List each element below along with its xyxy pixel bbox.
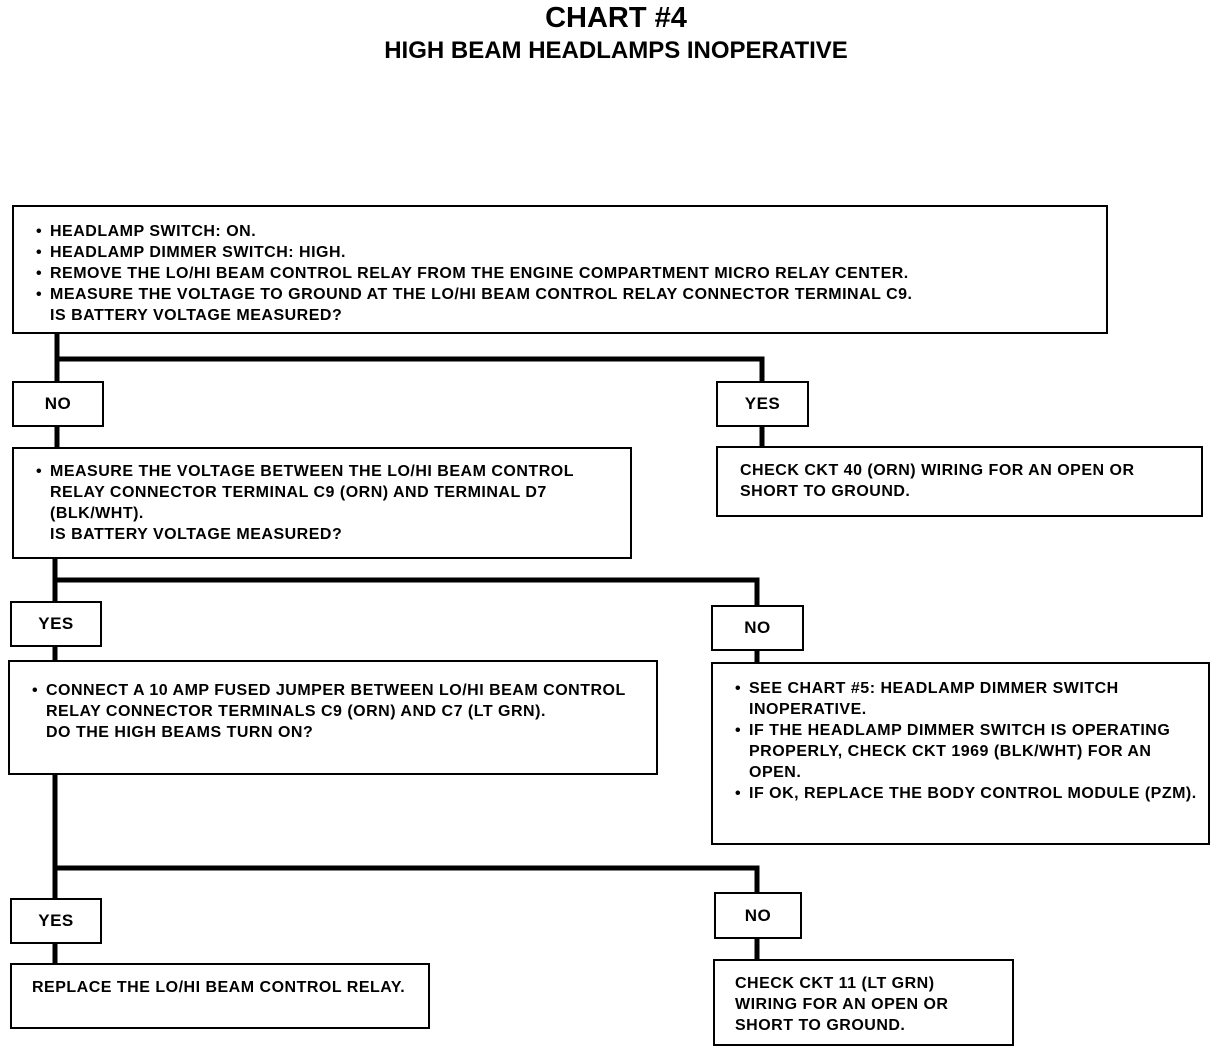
step3-question: DO THE HIGH BEAMS TURN ON?	[46, 724, 314, 741]
step3-yes-result-text: REPLACE THE LO/HI BEAM CONTROL RELAY.	[32, 979, 406, 996]
step2-yes-label: YES	[10, 601, 102, 647]
step3-no-result-text: CHECK CKT 11 (LT GRN) WIRING FOR AN OPEN…	[735, 975, 949, 1034]
step1-question: IS BATTERY VOLTAGE MEASURED?	[50, 307, 343, 324]
step2-no-result-box: SEE CHART #5: HEADLAMP DIMMER SWITCH INO…	[711, 662, 1210, 845]
step2-box: MEASURE THE VOLTAGE BETWEEN THE LO/HI BE…	[12, 447, 632, 559]
step1-yes-label: YES	[716, 381, 809, 427]
step1-bullet: HEADLAMP DIMMER SWITCH: HIGH.	[34, 242, 1096, 263]
step2-bullet: MEASURE THE VOLTAGE BETWEEN THE LO/HI BE…	[34, 461, 620, 524]
step2-no-result-bullet: IF THE HEADLAMP DIMMER SWITCH IS OPERATI…	[733, 720, 1200, 783]
step3-no-label: NO	[714, 892, 802, 939]
step3-yes-label: YES	[10, 898, 102, 944]
chart-subtitle: HIGH BEAM HEADLAMPS INOPERATIVE	[384, 37, 848, 64]
step3-box: CONNECT A 10 AMP FUSED JUMPER BETWEEN LO…	[8, 660, 658, 775]
step3-yes-result-box: REPLACE THE LO/HI BEAM CONTROL RELAY.	[10, 963, 430, 1029]
step1-bullet: HEADLAMP SWITCH: ON.	[34, 221, 1096, 242]
step1-bullet: MEASURE THE VOLTAGE TO GROUND AT THE LO/…	[34, 284, 1096, 305]
chart-title: CHART #4	[545, 2, 687, 34]
step1-box: HEADLAMP SWITCH: ON. HEADLAMP DIMMER SWI…	[12, 205, 1108, 334]
step1-bullet: REMOVE THE LO/HI BEAM CONTROL RELAY FROM…	[34, 263, 1096, 284]
step2-question: IS BATTERY VOLTAGE MEASURED?	[50, 526, 343, 543]
step3-bullet: CONNECT A 10 AMP FUSED JUMPER BETWEEN LO…	[30, 680, 646, 722]
step2-no-result-bullet: SEE CHART #5: HEADLAMP DIMMER SWITCH INO…	[733, 678, 1200, 720]
step3-no-result-box: CHECK CKT 11 (LT GRN) WIRING FOR AN OPEN…	[713, 959, 1014, 1046]
step2-no-label: NO	[711, 605, 804, 651]
step1-yes-result-box: CHECK CKT 40 (ORN) WIRING FOR AN OPEN OR…	[716, 446, 1203, 517]
step2-no-result-bullet: IF OK, REPLACE THE BODY CONTROL MODULE (…	[733, 783, 1200, 804]
step1-no-label: NO	[12, 381, 104, 427]
step1-yes-result-text: CHECK CKT 40 (ORN) WIRING FOR AN OPEN OR…	[740, 462, 1135, 500]
